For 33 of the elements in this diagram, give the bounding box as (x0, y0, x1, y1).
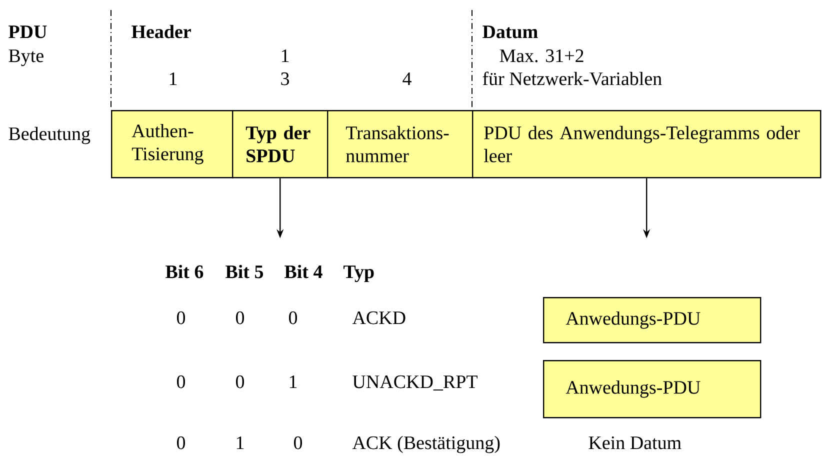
byte-count: 3 (281, 72, 289, 86)
byte-note: für Netzwerk-Variablen (482, 72, 662, 86)
column-heading: Typ (344, 266, 374, 282)
table-value: 0 (236, 375, 244, 388)
table-value: 1 (290, 375, 297, 388)
field-box: Anwedungs-PDU (543, 297, 762, 344)
column-heading: Bit 4 (284, 264, 322, 278)
table-value: Kein Datum (588, 436, 682, 450)
column-heading: Bit 6 (166, 264, 204, 278)
table-value: 0 (288, 311, 298, 324)
table-value: ACK (Bestätigung) (352, 436, 500, 454)
table-value: 0 (176, 311, 186, 324)
byte-count: 1 (282, 49, 289, 62)
section-heading: Datum (482, 26, 538, 38)
byte-count: Max. 31+2 (500, 49, 584, 62)
row-heading: Byte (8, 50, 44, 66)
table-value: 0 (236, 311, 244, 324)
table-value: 0 (294, 436, 302, 450)
table-value: 1 (236, 436, 244, 449)
column-heading: Bit 5 (226, 264, 264, 278)
byte-count: 1 (170, 72, 177, 85)
field-box: Transaktions- nummer (327, 110, 474, 178)
row-heading: Bedeutung (8, 126, 90, 144)
byte-count: 4 (402, 72, 412, 85)
field-box: Anwedungs-PDU (543, 360, 762, 418)
field-box: Typ der SPDU (232, 110, 328, 178)
table-value: 0 (176, 436, 186, 450)
field-box: Authen- Tisierung (111, 110, 234, 178)
row-heading: PDU (8, 26, 47, 38)
table-value: ACKD (352, 311, 406, 324)
section-heading: Header (132, 24, 191, 38)
table-value: UNACKD_RPT (352, 375, 478, 390)
table-value: 0 (176, 375, 186, 388)
